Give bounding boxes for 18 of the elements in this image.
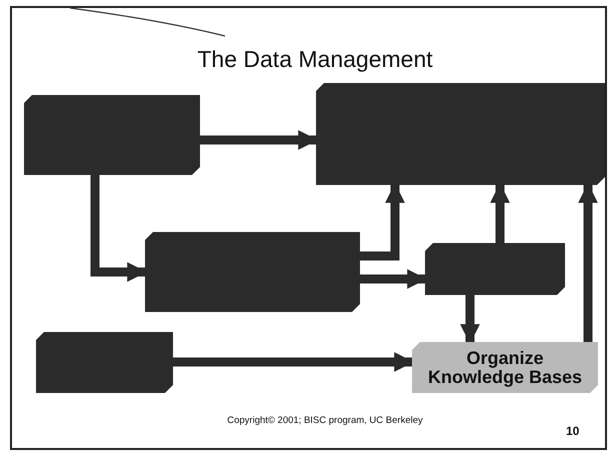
arrow (200, 130, 318, 150)
page-number: 10 (566, 424, 580, 438)
arrow (173, 352, 414, 372)
copyright-note: Copyright© 2001; BISC program, UC Berkeley (226, 415, 424, 426)
arrow (90, 175, 147, 282)
arrow (360, 183, 405, 260)
blank-box (24, 95, 200, 175)
blank-box (316, 83, 605, 185)
arrow (360, 269, 427, 289)
arrow (578, 183, 598, 342)
arrow (490, 183, 510, 243)
blank-box (36, 332, 173, 393)
box-label: Organize Knowledge Bases (426, 348, 584, 386)
blank-box (425, 243, 565, 295)
arrow (460, 295, 480, 344)
blank-box (145, 232, 360, 312)
process-box (412, 342, 598, 393)
slide-title: The Data Management (196, 46, 434, 73)
